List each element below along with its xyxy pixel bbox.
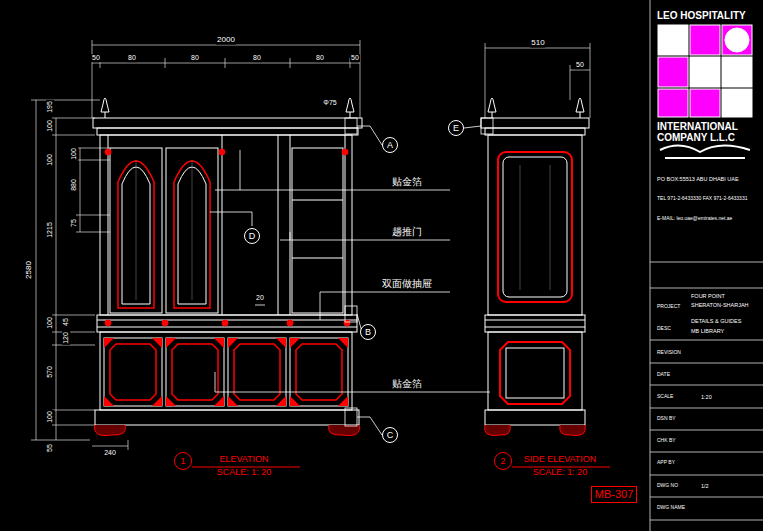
dimension-text: 510 bbox=[530, 39, 545, 48]
view-title: SIDE ELEVATION bbox=[523, 455, 598, 465]
dimension-text: 20 bbox=[255, 294, 265, 302]
dimension-text: 50 bbox=[575, 61, 585, 69]
dimension-text: 120 bbox=[62, 331, 70, 345]
dimension-text: 100 bbox=[46, 316, 54, 330]
dimension-text: 75 bbox=[70, 218, 78, 228]
view-scale: SCALE: 1: 20 bbox=[216, 468, 273, 478]
project-text: MB LIBRARY bbox=[690, 328, 762, 334]
material-note: 双面做抽屉 bbox=[381, 278, 433, 289]
company-name: LEO HOSPITALITY bbox=[656, 10, 762, 21]
field-label: SCALE bbox=[656, 394, 674, 400]
dimension-text: 45 bbox=[62, 317, 70, 327]
project-text: DETAILS & GUIDES bbox=[690, 318, 762, 324]
callout-label: 1 bbox=[180, 457, 185, 466]
callout-circle: D bbox=[244, 228, 260, 244]
callout-label: MB-307 bbox=[595, 489, 634, 500]
callout-label: D bbox=[249, 232, 256, 241]
dimension-text: 80 bbox=[252, 54, 262, 62]
dimension-text: 100 bbox=[46, 119, 54, 133]
project-text: SHERATON-SHARJAH bbox=[690, 302, 762, 308]
view-number-circle: 1 bbox=[174, 452, 192, 470]
dimension-text: 195 bbox=[46, 100, 54, 114]
dimension-text: Φ75 bbox=[322, 99, 337, 107]
dimension-text: 880 bbox=[70, 178, 78, 192]
field-label: DWG NAME bbox=[656, 505, 686, 511]
callout-label: 2 bbox=[500, 457, 505, 466]
field-label: APP BY bbox=[656, 460, 676, 466]
field-label: DESC bbox=[656, 326, 672, 332]
field-label: DWG NO bbox=[656, 483, 679, 489]
material-note: 趟推门 bbox=[391, 226, 423, 237]
callout-circle: A bbox=[382, 137, 398, 153]
callout-label: E bbox=[453, 124, 459, 133]
dimension-text: 55 bbox=[46, 443, 54, 453]
dimension-text: 2000 bbox=[216, 36, 236, 45]
view-title: ELEVATION bbox=[218, 455, 269, 465]
dimension-text: 80 bbox=[127, 54, 137, 62]
material-note: 贴金箔 bbox=[391, 378, 423, 389]
view-scale: SCALE: 1: 20 bbox=[532, 468, 589, 478]
field-value: 1:20 bbox=[700, 394, 713, 400]
callout-circle: B bbox=[360, 324, 376, 340]
project-text: FOUR POINT bbox=[690, 293, 762, 299]
dimension-text: 80 bbox=[190, 54, 200, 62]
callout-label: C bbox=[387, 431, 394, 440]
dimension-text: 100 bbox=[70, 147, 78, 161]
dimension-text: 1215 bbox=[46, 221, 54, 239]
field-label: REVISION bbox=[656, 350, 682, 356]
callout-circle: E bbox=[448, 120, 464, 136]
dimension-text: 2580 bbox=[25, 260, 34, 280]
field-label: CHK BY bbox=[656, 438, 677, 444]
contact-text: PO BOX:55513 ABU DHABI UAE bbox=[656, 176, 762, 182]
drawing-number-box: MB-307 bbox=[591, 486, 638, 503]
material-note: 贴金箔 bbox=[391, 176, 423, 187]
field-label: PROJECT bbox=[656, 304, 681, 310]
callout-label: A bbox=[387, 141, 393, 150]
dimension-text: 100 bbox=[46, 410, 54, 424]
view-number-circle: 2 bbox=[494, 452, 512, 470]
contact-text: TEL 971-2-6433330 FAX 971-2-6433331 bbox=[656, 196, 762, 202]
dimension-text: 50 bbox=[91, 54, 101, 62]
field-value: 1/2 bbox=[700, 483, 710, 489]
callout-circle: C bbox=[382, 427, 398, 443]
field-label: DSN BY bbox=[656, 416, 677, 422]
dimension-text: 80 bbox=[315, 54, 325, 62]
contact-text: E-MAIL: leo.uae@emirates.net.ae bbox=[656, 216, 762, 222]
dimension-text: 240 bbox=[103, 449, 117, 457]
company-name: INTERNATIONAL COMPANY L.L.C bbox=[656, 121, 758, 143]
dimension-text: 100 bbox=[46, 153, 54, 167]
dimension-text: 50 bbox=[350, 54, 360, 62]
callout-label: B bbox=[365, 328, 371, 337]
dimension-text: 570 bbox=[46, 365, 54, 379]
field-label: DATE bbox=[656, 372, 671, 378]
